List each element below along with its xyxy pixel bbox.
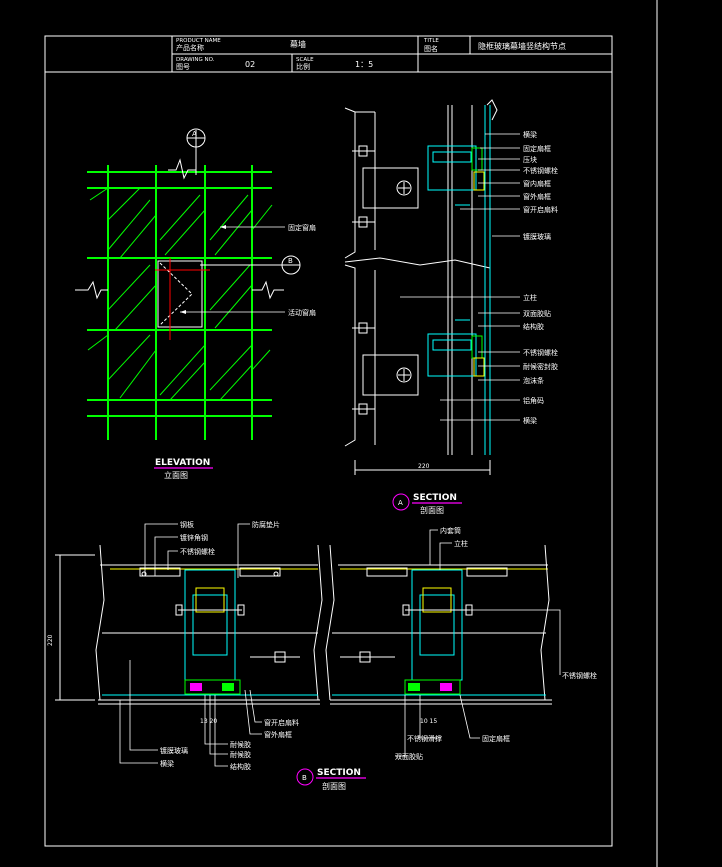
scale-cn: 比例 — [296, 62, 310, 71]
section-b-marker — [296, 768, 314, 786]
product-name-cn: 产品名称 — [176, 43, 204, 52]
sb-top-mid: 防腐垫片 — [252, 520, 280, 529]
section-b-marker-text: B — [302, 774, 307, 782]
sa-label-15: 横梁 — [523, 416, 537, 425]
section-a-marker — [392, 493, 410, 511]
scale-value: 1：5 — [355, 60, 373, 69]
drawing-no-value: 02 — [245, 60, 255, 69]
section-b-dim-right: 10 15 — [420, 718, 437, 725]
drawing-no-en: DRAWING NO. — [176, 57, 215, 63]
section-b-dim-left: 13 20 — [200, 718, 217, 725]
section-a-marker-text: A — [398, 499, 403, 507]
elevation-title-en: ELEVATION — [155, 458, 210, 468]
sa-label-14: 铝角码 — [523, 396, 544, 405]
section-a-dimension: 220 — [418, 463, 430, 470]
sa-label-8: 立柱 — [523, 293, 537, 302]
sa-label-12: 耐候密封胶 — [523, 362, 558, 371]
title-value: 隐框玻璃幕墙竖结构节点 — [478, 41, 566, 51]
sa-label-1: 固定扇框 — [523, 144, 551, 153]
sb-bottom-right-1: 双面胶贴 — [395, 752, 423, 761]
sb-bottom-mid-0: 耐候胶 — [230, 740, 251, 749]
sb-bottom-mid-2: 结构胶 — [230, 762, 251, 771]
section-b-dimension: 220 — [47, 634, 54, 646]
marker-b-text: B — [288, 257, 293, 265]
elevation-title-cn: 立面图 — [164, 470, 188, 480]
sa-label-9: 双面胶贴 — [523, 309, 551, 318]
sb-bottom-left-1: 横梁 — [160, 759, 174, 768]
title-block: PRODUCT NAME 产品名称 幕墙 TITLE 图名 隐框玻璃幕墙竖结构节… — [44, 35, 613, 73]
section-a-title-cn: 剖面图 — [420, 505, 444, 515]
product-value: 幕墙 — [290, 39, 306, 49]
sb-bottom-mid2-1: 窗外扇框 — [264, 730, 292, 739]
sb-top-left-1: 镀锌角钢 — [180, 533, 208, 542]
title-en: TITLE — [423, 38, 439, 44]
section-b-title-cn: 剖面图 — [322, 781, 346, 791]
sb-bottom-mid-1: 耐候胶 — [230, 750, 251, 759]
sa-label-0: 横梁 — [523, 130, 537, 139]
sa-label-11: 不锈钢螺栓 — [523, 348, 558, 357]
operable-sash — [157, 260, 203, 328]
sa-label-13: 泡沫条 — [523, 376, 544, 385]
sb-right-label: 不锈钢螺栓 — [562, 671, 597, 680]
drawing-no-cn: 图号 — [176, 63, 190, 71]
sb-top-right-0: 内套筒 — [440, 526, 461, 535]
sa-label-4: 窗内扇框 — [523, 179, 551, 188]
sa-label-5: 窗外扇框 — [523, 192, 551, 201]
sa-label-2: 压块 — [523, 155, 537, 164]
elevation-view: A B 固定窗扇 活动窗扇 ELEVATION 立面图 — [75, 128, 316, 480]
sa-label-7: 镀膜玻璃 — [523, 232, 551, 241]
section-b-view: 220 13 20 10 15 钢板 镀锌角钢 不锈钢螺栓 — [47, 520, 597, 791]
sa-label-10: 结构胶 — [523, 322, 544, 331]
product-name-en: PRODUCT NAME — [176, 38, 221, 44]
label-active-sash: 活动窗扇 — [288, 308, 316, 317]
sb-top-left-2: 不锈钢螺栓 — [180, 547, 215, 556]
sb-bottom-mid2-0: 窗开启扇料 — [264, 718, 299, 727]
title-cn: 图名 — [424, 44, 438, 53]
section-a-view: 220 横梁 固定扇框 压块 不锈钢螺栓 窗内扇框 窗外扇框 — [344, 99, 558, 515]
sb-bottom-left-0: 镀膜玻璃 — [160, 746, 188, 755]
sa-label-3: 不锈钢螺栓 — [523, 166, 558, 175]
sb-bottom-right-0: 不锈钢滑撑 — [407, 734, 442, 743]
sa-label-6: 窗开启扇料 — [523, 205, 558, 214]
sb-top-left-0: 钢板 — [180, 520, 194, 529]
sb-bottom-right-2: 固定扇框 — [482, 734, 510, 743]
scale-en: SCALE — [296, 57, 314, 63]
label-fixed-sash: 固定窗扇 — [288, 223, 316, 232]
section-a-title-en: SECTION — [413, 493, 457, 503]
marker-a-text: A — [192, 130, 197, 138]
section-b-title-en: SECTION — [317, 768, 361, 778]
sb-top-right-1: 立柱 — [454, 539, 468, 548]
